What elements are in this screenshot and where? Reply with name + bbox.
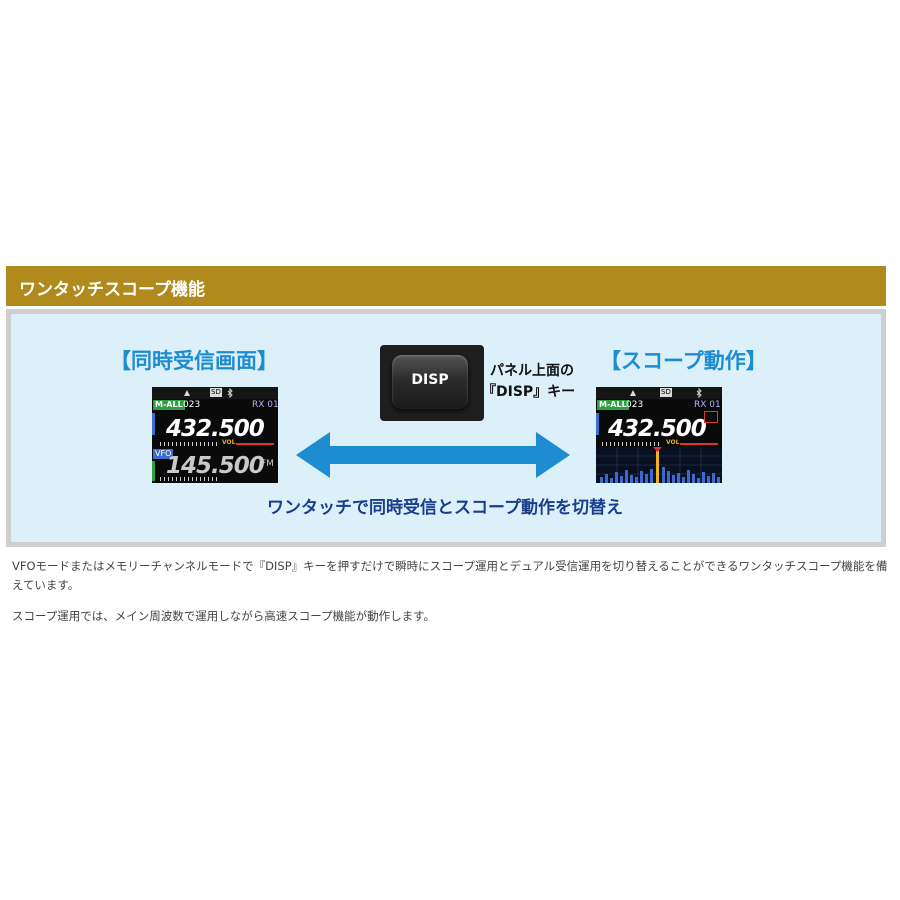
vfo-mode-tag: VFO [153,449,174,459]
gps-icon [184,390,190,396]
volume-bar [236,443,274,445]
bluetooth-icon [227,388,233,398]
rx-indicator: RX 01 [694,400,721,410]
scope-screen: SD RX 01 M-ALL 023 432.500 VOL [596,387,722,483]
disp-key-photo: DISP [380,345,484,421]
description-paragraph-1: VFOモードまたはメモリーチャンネルモードで『DISP』キーを押すだけで瞬時にス… [12,559,888,592]
memory-mode-tag: M-ALL [597,400,629,410]
disp-caption-line1: パネル上面の [490,363,574,379]
sub-s-meter-scale [160,477,220,481]
channel-number: 023 [626,400,644,410]
disp-caption-line2: 『DISP』キー [482,384,576,400]
main-frequency: 432.500 [608,416,707,442]
main-band-marker [596,413,599,435]
memory-mode-tag: M-ALL [153,400,185,410]
s-meter-scale [160,442,220,446]
status-bar [596,387,722,399]
disp-key: DISP [392,355,468,409]
disp-key-label: DISP [411,372,449,388]
main-frequency: 432.500 [166,416,265,442]
gps-icon [630,390,636,396]
spectrum-scope [596,447,722,483]
sub-band-marker [152,461,155,481]
sd-card-indicator: SD [210,388,222,397]
main-band-marker [152,413,155,435]
dual-receive-screen: SD RX 01 M-ALL 023 432.500 VOL VFO 145.5… [152,387,278,483]
section-header: ワンタッチスコープ機能 [6,266,886,306]
sub-mode: FM [261,459,274,469]
bluetooth-icon [696,388,702,398]
sub-frequency: 145.500 [166,453,265,479]
double-arrow-icon [296,432,570,478]
volume-label: VOL [222,439,236,446]
description-paragraph-2: スコープ運用では、メイン周波数で運用しながら高速スコープ機能が動作します。 [12,609,435,623]
right-section-title: 【スコープ動作】 [600,349,767,373]
s-meter-scale [602,442,662,446]
dn-indicator [704,411,718,423]
left-section-title: 【同時受信画面】 [110,349,278,373]
rx-indicator: RX 01 [252,400,278,410]
section-title: ワンタッチスコープ機能 [19,280,205,300]
volume-label: VOL [666,439,680,446]
sd-card-indicator: SD [660,388,672,397]
channel-number: 023 [183,400,201,410]
volume-bar [680,443,718,445]
panel-caption: ワンタッチで同時受信とスコープ動作を切替え [267,498,623,518]
